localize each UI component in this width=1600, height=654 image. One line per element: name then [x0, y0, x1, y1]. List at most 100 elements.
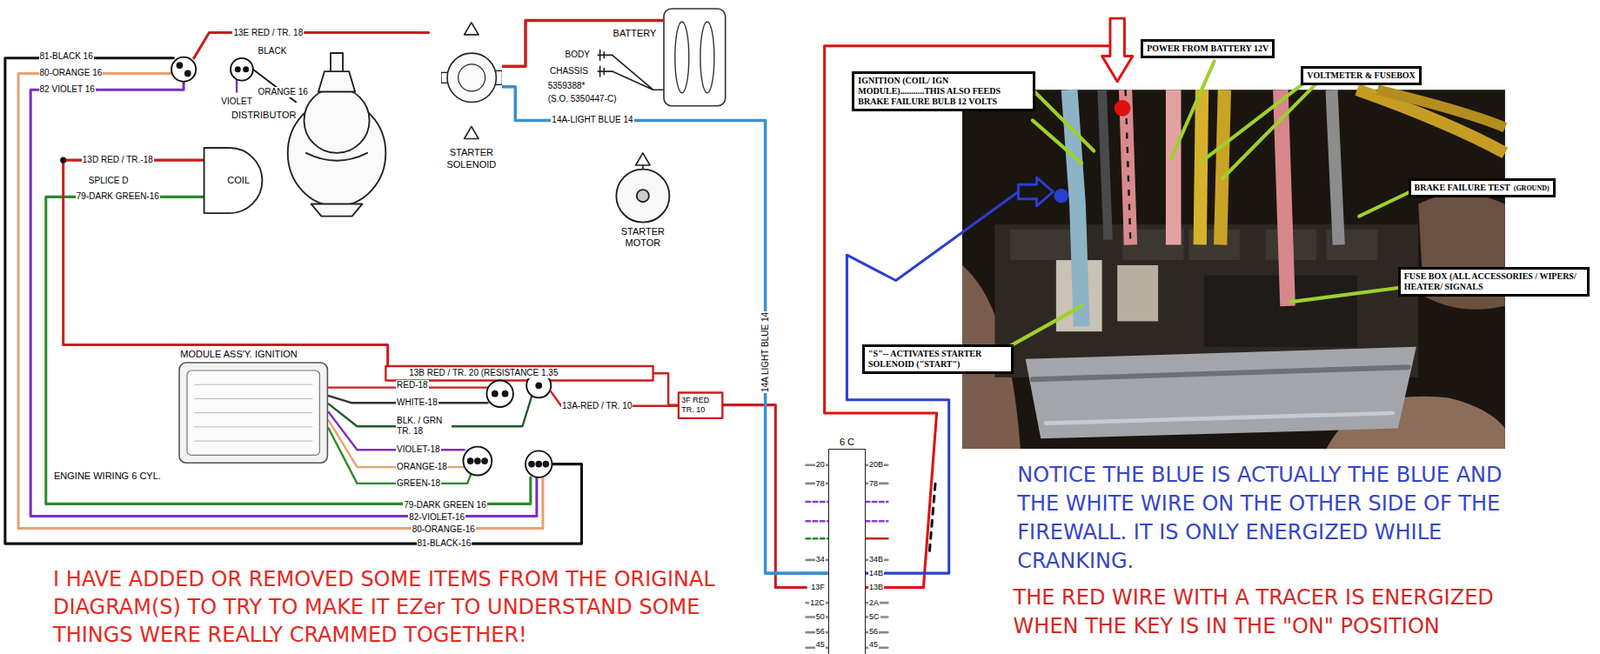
module-fin — [194, 398, 313, 400]
pin-number: 12C — [809, 598, 826, 609]
callout-box: VOLTMETER & FUSEBOX — [1300, 66, 1421, 86]
wire-label: 13E RED / TR. 18 — [232, 27, 304, 39]
terminal-symbol — [464, 126, 479, 139]
firewall-wire — [846, 191, 1018, 574]
wire-label: CHASSIS — [548, 66, 590, 77]
connector-plug — [462, 447, 492, 476]
part-label: STARTER MOTOR — [611, 226, 675, 249]
wire-label: VIOLET — [220, 96, 254, 108]
wire-label: 13A-RED / TR. 10 — [561, 401, 633, 412]
leader-line — [1004, 306, 1082, 349]
wire-label: BODY — [564, 49, 591, 61]
pin-number: 2A — [868, 598, 880, 609]
engine-wire — [235, 80, 238, 93]
ground-symbol — [597, 66, 612, 77]
part-label: STARTER SOLENOID — [436, 147, 507, 170]
ignition-module: MODULE ASS'Y. IGNITION — [178, 361, 329, 464]
connector-plug — [535, 461, 542, 468]
photo — [1045, 413, 1393, 424]
part-label: BATTERY — [613, 27, 657, 39]
solenoid-body — [447, 53, 496, 102]
terminal-symbol — [464, 22, 479, 35]
part-number: 5359388* — [547, 80, 587, 92]
wire-connector — [502, 20, 663, 67]
starter-motor — [636, 189, 650, 202]
connector-pin — [865, 502, 889, 522]
connector-label: 6 C — [839, 436, 855, 448]
connector-plug — [486, 380, 513, 407]
wire-label: ORANGE-18 — [395, 461, 449, 473]
wire-connector — [502, 87, 829, 574]
pin-number: 45 — [868, 640, 879, 650]
wire-label: 13B RED / TR. 20 (RESISTANCE 1.35 — [408, 368, 559, 379]
pin-number: 13F — [810, 582, 826, 593]
starter-motor — [615, 169, 670, 223]
connector-plug — [171, 57, 552, 478]
photo — [1117, 265, 1159, 322]
photo — [1069, 89, 1082, 327]
part-label: COIL — [226, 174, 251, 187]
photo — [1357, 89, 1506, 154]
module-case — [179, 362, 328, 463]
pin-number: 5C — [868, 612, 881, 623]
note-text: I HAVE ADDED OR REMOVED SOME ITEMS FROM … — [53, 565, 750, 650]
connector-plug — [468, 458, 474, 464]
resistor-wire — [385, 366, 653, 381]
wire-label: VIOLET-18 — [395, 444, 441, 456]
photo — [1199, 89, 1202, 245]
leader-line — [1032, 120, 1082, 163]
battery-terminal — [675, 21, 690, 94]
connector-plug — [235, 66, 241, 72]
connector-plug — [492, 391, 498, 397]
callout-box: BRAKE FAILURE TEST(GROUND) — [1408, 178, 1556, 198]
wire-label: 80-ORANGE-16 — [411, 524, 476, 536]
engine-wire — [18, 73, 543, 529]
leader-line — [1358, 191, 1411, 216]
callout-text: VOLTMETER & FUSEBOX — [1306, 70, 1415, 81]
wire-label: BLK. / GRN TR. 18 — [395, 415, 452, 437]
engine-wire — [5, 58, 583, 544]
connector-plug — [543, 461, 549, 468]
connector-plug — [243, 66, 248, 72]
connector-plug — [482, 458, 488, 464]
wire-label: BLACK — [257, 46, 288, 57]
distributor — [330, 53, 343, 72]
callout-text: POWER FROM BATTERY 12V — [1146, 43, 1269, 54]
engine-wire — [194, 33, 429, 59]
photo — [1280, 89, 1288, 307]
pointer-arrow — [1102, 18, 1133, 82]
battery-case — [663, 8, 726, 107]
ground-symbol — [597, 49, 663, 90]
pin-number: 34B — [868, 555, 884, 565]
pin-number: 78 — [868, 479, 879, 489]
leader-line — [1171, 60, 1214, 158]
callout-text: BRAKE FAILURE TEST — [1414, 182, 1511, 194]
coil — [204, 147, 263, 214]
distributor — [318, 71, 355, 92]
leader-line — [1032, 89, 1094, 151]
photo — [1220, 89, 1226, 245]
callout-text: IGNITION (COIL/ IGN MODULE)...........TH… — [857, 75, 1030, 108]
engine-wire — [46, 196, 531, 504]
firewall-wire — [929, 479, 936, 551]
pointer-arrow — [1054, 188, 1069, 203]
callout-box: IGNITION (COIL/ IGN MODULE)...........TH… — [851, 71, 1036, 112]
leader-line — [1202, 77, 1312, 161]
pin-number: 20B — [868, 460, 884, 470]
leader-line — [1004, 60, 1411, 349]
wire-label: 13D RED / TR.-18 — [81, 154, 154, 166]
wire-label: 14A LIGHT BLUE 14 — [760, 311, 771, 394]
connector-plug — [185, 71, 191, 77]
pin-number: 78 — [815, 479, 826, 489]
terminal-symbol — [635, 153, 650, 166]
photo — [1102, 89, 1109, 240]
callout-text: "S"-- ACTIVATES STARTER SOLENOID ("START… — [868, 348, 1008, 370]
battery-terminal — [700, 21, 715, 94]
callout-text: FUSE BOX (ALL ACCESSORIES / WIPERS/ HEAT… — [1404, 271, 1584, 293]
resistor-wire — [385, 366, 723, 419]
engine-wire — [5, 33, 807, 589]
engine-wire — [653, 373, 679, 405]
connector-pin — [865, 465, 889, 649]
part-label: MODULE ASS'Y. IGNITION — [180, 348, 298, 360]
